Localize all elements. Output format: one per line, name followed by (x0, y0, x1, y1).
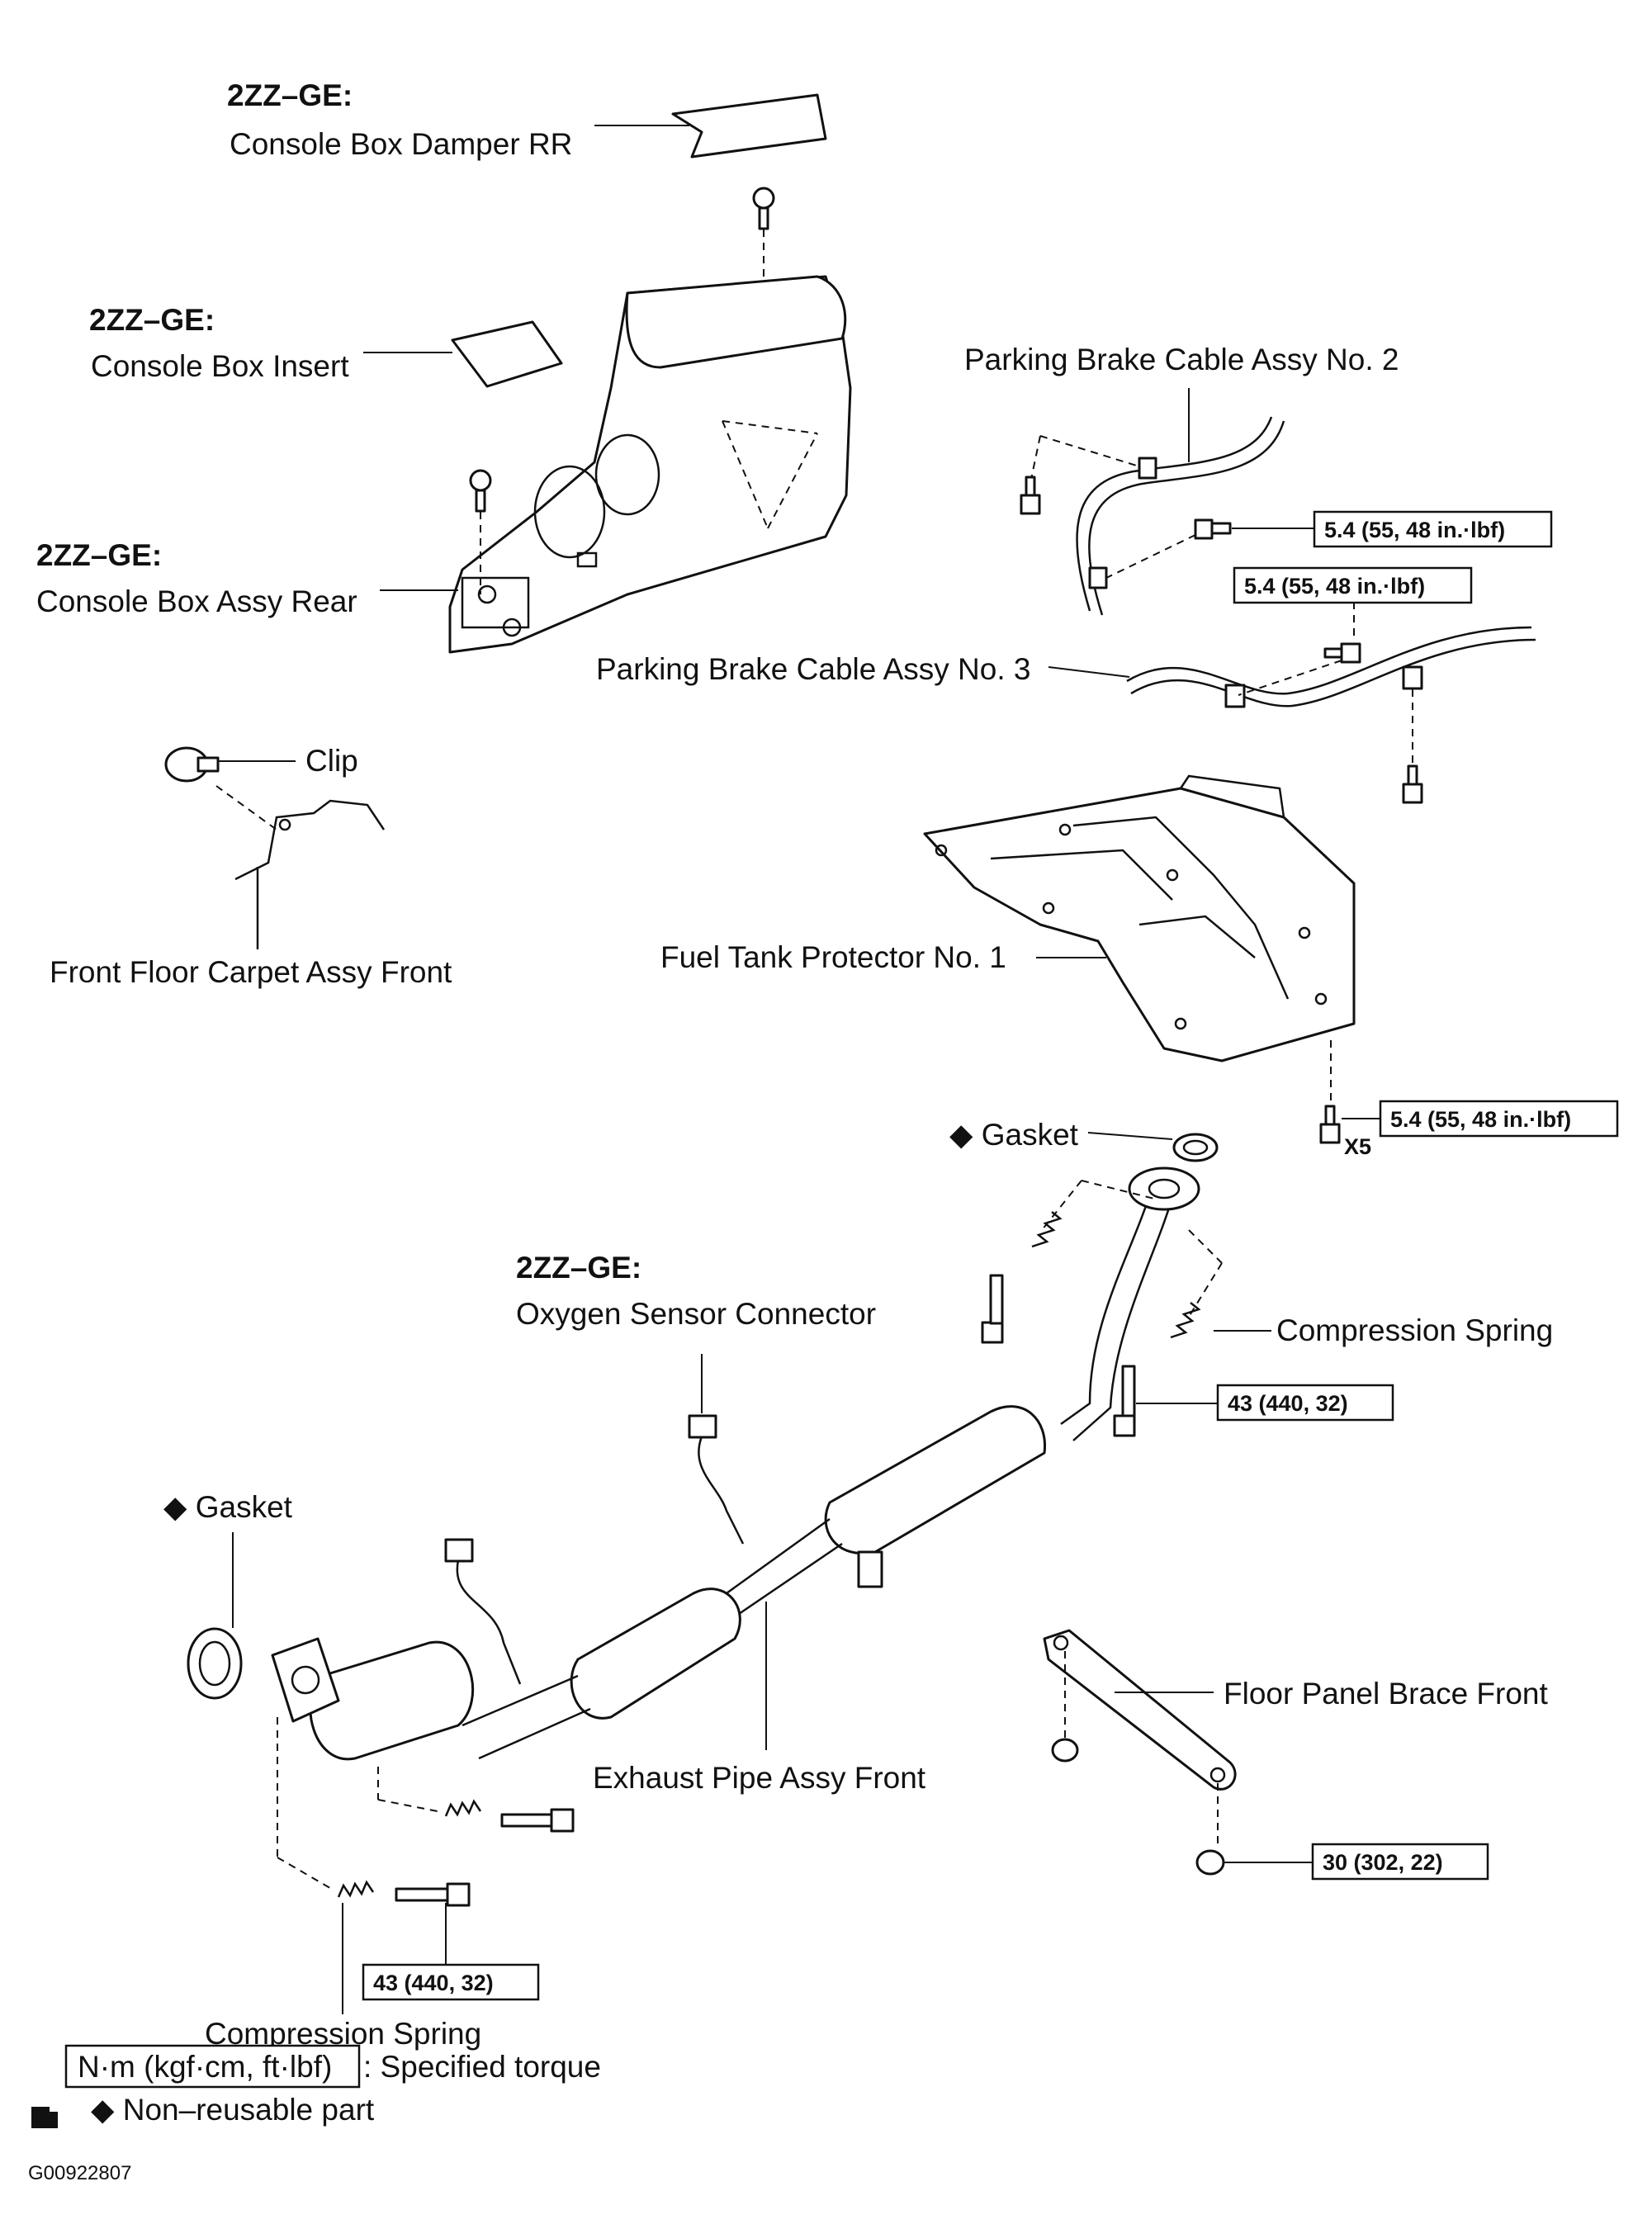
gasket-lower-symbol: ◆ (163, 1490, 187, 1524)
exhaust-pipe-assy-front (271, 1166, 1200, 1761)
damper-name-label: Console Box Damper RR (230, 127, 572, 161)
cable-no3-bolt-top (1238, 603, 1361, 696)
console-front-screw (469, 469, 492, 594)
console-box-assy-rear (380, 275, 852, 654)
gasket-upper-symbol: ◆ (949, 1118, 973, 1152)
fuel-tank-protector-no1 (923, 774, 1356, 1102)
gasket-lower-label: ◆ Gasket (163, 1490, 293, 1524)
cable-no2-bolt-left (1020, 476, 1041, 515)
brake-cable-2-label: Parking Brake Cable Assy No. 2 (964, 343, 1399, 376)
brace-nut-right (1195, 1849, 1313, 1876)
floor-panel-brace-front (1043, 1629, 1237, 1849)
torque-cable-3: 5.4 (55, 48 in.·lbf) (1244, 574, 1425, 599)
insert-engine-label: 2ZZ–GE: (89, 303, 215, 337)
exhaust-bolt-lower-a (500, 1808, 575, 1833)
fuel-tank-quantity: X5 (1344, 1134, 1371, 1159)
gasket-lower-text: Gasket (196, 1490, 293, 1524)
o2-engine-label: 2ZZ–GE: (516, 1251, 641, 1285)
legend-nonreusable-text: Non–reusable part (123, 2093, 375, 2127)
compression-spring-upper-label: Compression Spring (1276, 1313, 1553, 1347)
torque-cable-2: 5.4 (55, 48 in.·lbf) (1324, 518, 1505, 542)
console-engine-label: 2ZZ–GE: (36, 538, 162, 572)
exhaust-bolt-upper-left (981, 1274, 1004, 1344)
figure-id: G00922807 (28, 2162, 131, 2184)
clip-label: Clip (305, 744, 358, 778)
insert-name-label: Console Box Insert (91, 349, 349, 383)
floor-panel-brace-label: Floor Panel Brace Front (1224, 1677, 1549, 1711)
legend-torque-desc: : Specified torque (363, 2050, 601, 2084)
compression-spring-lower (277, 1717, 482, 2014)
legend: N·m (kgf·cm, ft·lbf) : Specified torque … (28, 2044, 601, 2184)
legend-torque-box (64, 2044, 361, 2089)
fuel-tank-protector-label: Fuel Tank Protector No. 1 (660, 940, 1006, 974)
console-name-label: Console Box Assy Rear (36, 584, 357, 618)
torque-fuel-tank: 5.4 (55, 48 in.·lbf) (1390, 1107, 1571, 1132)
torque-box-brace (1311, 1843, 1489, 1881)
front-floor-carpet-assy-front (234, 799, 386, 949)
torque-box-cable-2 (1313, 510, 1553, 548)
cable-no2-bolt-right (1105, 518, 1314, 579)
gasket-upper (1087, 1132, 1219, 1162)
gasket-lower (187, 1532, 243, 1700)
parking-brake-cable-no3 (1048, 626, 1536, 708)
brake-cable-3-label: Parking Brake Cable Assy No. 3 (596, 652, 1030, 686)
torque-box-exhaust-upper (1216, 1384, 1394, 1422)
gasket-upper-label: ◆ Gasket (949, 1118, 1079, 1152)
legend-torque-unit: N·m (kgf·cm, ft·lbf) (78, 2050, 332, 2084)
torque-box-cable-3 (1233, 566, 1473, 604)
gasket-upper-text: Gasket (982, 1118, 1079, 1152)
clip (164, 746, 296, 830)
damper-engine-label: 2ZZ–GE: (227, 78, 353, 112)
legend-mark-icon (31, 2107, 58, 2128)
torque-box-fuel-tank (1379, 1100, 1619, 1138)
carpet-label: Front Floor Carpet Assy Front (50, 955, 452, 989)
console-box-damper-rr (594, 93, 827, 159)
cable-no3-bolt-bottom (1402, 689, 1423, 804)
fuel-tank-bolt (1319, 1105, 1380, 1144)
o2-connector-label: Oxygen Sensor Connector (516, 1297, 876, 1331)
exhaust-pipe-label: Exhaust Pipe Assy Front (593, 1761, 926, 1795)
parking-brake-cable-no2 (1030, 388, 1285, 616)
console-box-insert (363, 320, 563, 388)
brace-nut-left (1051, 1738, 1079, 1763)
exhaust-bolt-lower-b (395, 1882, 471, 1965)
torque-exhaust-upper: 43 (440, 32) (1228, 1391, 1348, 1416)
compression-spring-upper (1031, 1180, 1271, 1339)
legend-nonreusable: ◆ Non–reusable part (91, 2093, 375, 2127)
exhaust-bolt-upper-right (1113, 1365, 1218, 1437)
torque-exhaust-lower: 43 (440, 32) (373, 1971, 494, 1995)
legend-nonreusable-symbol: ◆ (91, 2093, 115, 2127)
torque-box-exhaust-lower (362, 1963, 540, 2001)
torque-brace: 30 (302, 22) (1323, 1850, 1443, 1875)
